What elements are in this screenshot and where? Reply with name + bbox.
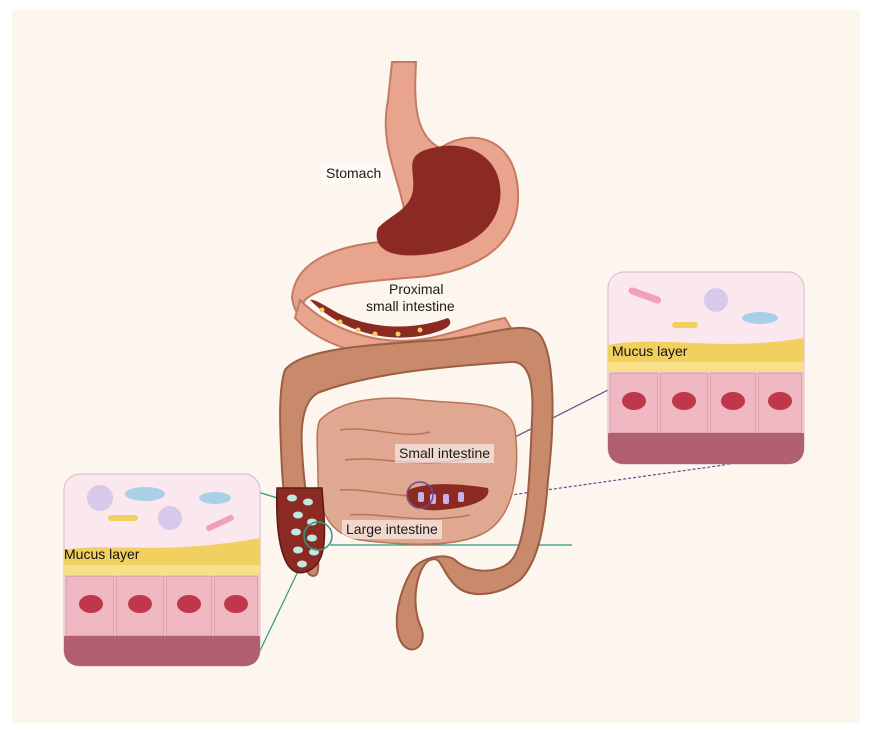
proximal-label-line2: small intestine [366,298,455,315]
mucus-layer-label-right: Mucus layer [612,343,687,359]
stomach-label: Stomach [322,164,385,183]
inset-small-intestine [608,272,804,464]
large-intestine-organ [277,328,553,650]
mucus-layer-label-left: Mucus layer [64,546,139,562]
large-intestine-label: Large intestine [342,520,442,539]
inset-large-intestine [64,474,260,666]
proximal-label-line1: Proximal [389,281,443,298]
small-intestine-label: Small intestine [395,444,494,463]
